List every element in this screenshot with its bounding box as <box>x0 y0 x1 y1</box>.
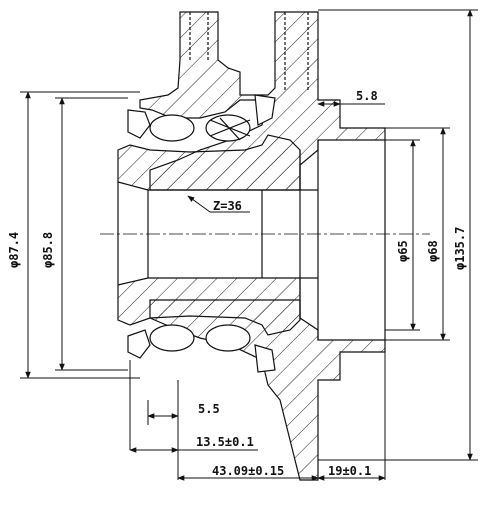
hub-section <box>117 11 386 481</box>
upper-bearing <box>149 114 251 142</box>
dim-flange-thickness: 5.8 <box>356 89 378 103</box>
dim-hub-length: 43.09±0.15 <box>212 464 284 478</box>
dim-spline-teeth: Z=36 <box>213 199 242 213</box>
dim-pilot-length: 19±0.1 <box>328 464 371 478</box>
upper-inner-ring <box>117 134 301 191</box>
dim-seal-dia-2: φ85.8 <box>41 232 55 268</box>
right-seal-lower <box>254 344 276 373</box>
dim-flange-dia: φ135.7 <box>453 227 467 270</box>
dim-pilot-dia-2: φ68 <box>426 240 440 262</box>
dim-pilot-dia-1: φ65 <box>396 240 410 262</box>
right-seal-upper <box>254 94 276 126</box>
lower-bearing <box>149 324 251 352</box>
dim-bottom-offset: 5.5 <box>198 402 220 416</box>
dim-seal-dia-1: φ87.4 <box>7 232 21 268</box>
upper-seal <box>127 109 151 139</box>
lower-seal <box>127 329 151 359</box>
dim-bearing-offset: 13.5±0.1 <box>196 435 254 449</box>
